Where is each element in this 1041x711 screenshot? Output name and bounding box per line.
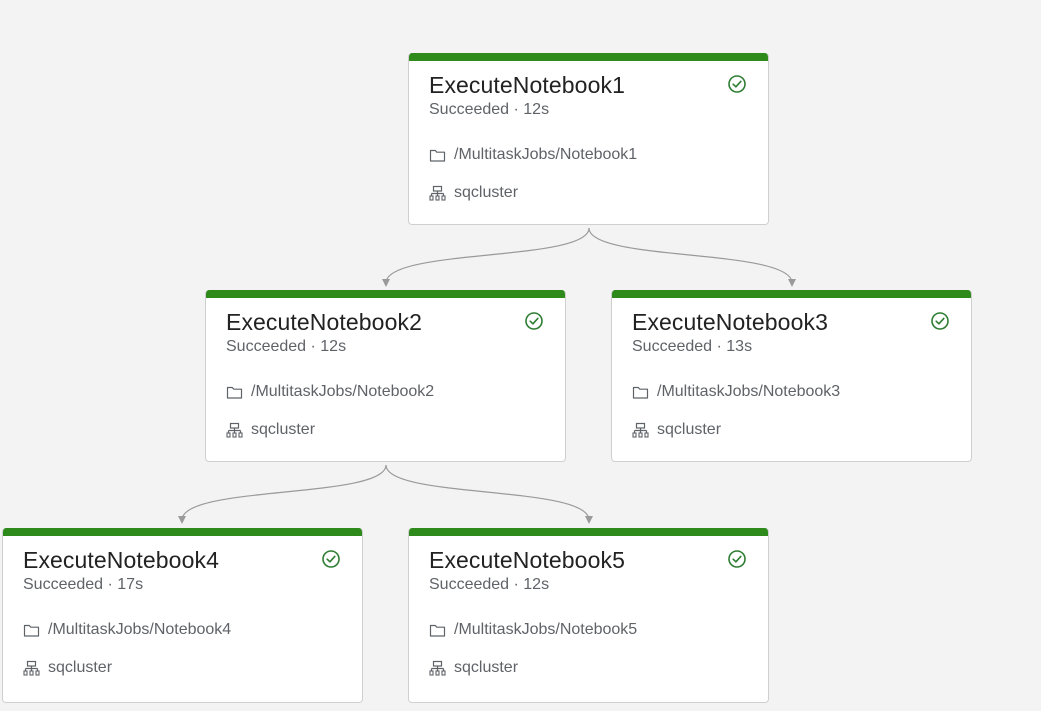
folder-icon	[429, 624, 446, 637]
cluster-info: sqcluster	[429, 659, 518, 677]
status-bar	[206, 290, 565, 298]
task-status: Succeeded · 12s	[429, 576, 550, 593]
cluster-name: sqcluster	[48, 659, 113, 676]
cluster-name: sqcluster	[657, 421, 722, 438]
cluster-icon	[632, 422, 649, 438]
cluster-icon	[226, 422, 243, 438]
task-card-executenotebook2[interactable]: ExecuteNotebook2 Succeeded · 12s /Multit…	[205, 290, 566, 462]
edge-notebook2-to-notebook4	[178, 464, 387, 524]
folder-icon	[226, 386, 243, 399]
folder-icon	[429, 149, 446, 162]
status-bar	[612, 290, 971, 298]
notebook-path: /MultitaskJobs/Notebook2	[226, 383, 434, 401]
task-status: Succeeded · 12s	[226, 338, 347, 355]
notebook-path: /MultitaskJobs/Notebook4	[23, 621, 231, 639]
check-circle-icon	[931, 312, 949, 330]
cluster-name: sqcluster	[251, 421, 316, 438]
notebook-path-text: /MultitaskJobs/Notebook2	[251, 383, 435, 400]
notebook-path: /MultitaskJobs/Notebook1	[429, 146, 637, 164]
check-circle-icon	[728, 550, 746, 568]
task-card-executenotebook4[interactable]: ExecuteNotebook4 Succeeded · 17s /Multit…	[2, 528, 363, 703]
notebook-path: /MultitaskJobs/Notebook3	[632, 383, 840, 401]
cluster-icon	[23, 660, 40, 676]
task-status: Succeeded · 12s	[429, 101, 550, 118]
cluster-icon	[429, 185, 446, 201]
notebook-path-text: /MultitaskJobs/Notebook4	[48, 621, 232, 638]
edge-notebook1-to-notebook3	[588, 227, 796, 287]
task-name: ExecuteNotebook4	[23, 547, 219, 573]
notebook-path-text: /MultitaskJobs/Notebook5	[454, 621, 638, 638]
edge-notebook2-to-notebook5	[385, 464, 593, 524]
cluster-name: sqcluster	[454, 184, 519, 201]
cluster-info: sqcluster	[23, 659, 112, 677]
status-bar	[3, 528, 362, 536]
task-card-executenotebook3[interactable]: ExecuteNotebook3 Succeeded · 13s /Multit…	[611, 290, 972, 462]
notebook-path-text: /MultitaskJobs/Notebook3	[657, 383, 841, 400]
cluster-icon	[429, 660, 446, 676]
cluster-name: sqcluster	[454, 659, 519, 676]
check-circle-icon	[525, 312, 543, 330]
notebook-path-text: /MultitaskJobs/Notebook1	[454, 146, 638, 163]
task-card-executenotebook1[interactable]: ExecuteNotebook1 Succeeded · 12s /Multit…	[408, 53, 769, 225]
status-bar	[409, 528, 768, 536]
cluster-info: sqcluster	[226, 421, 315, 439]
check-circle-icon	[322, 550, 340, 568]
folder-icon	[632, 386, 649, 399]
check-circle-icon	[728, 75, 746, 93]
cluster-info: sqcluster	[429, 184, 518, 202]
folder-icon	[23, 624, 40, 637]
task-name: ExecuteNotebook2	[226, 309, 422, 335]
cluster-info: sqcluster	[632, 421, 721, 439]
notebook-path: /MultitaskJobs/Notebook5	[429, 621, 637, 639]
task-name: ExecuteNotebook1	[429, 72, 625, 98]
task-status: Succeeded · 13s	[632, 338, 753, 355]
edge-notebook1-to-notebook2	[382, 227, 590, 287]
task-name: ExecuteNotebook5	[429, 547, 625, 573]
task-card-executenotebook5[interactable]: ExecuteNotebook5 Succeeded · 12s /Multit…	[408, 528, 769, 703]
task-status: Succeeded · 17s	[23, 576, 144, 593]
status-bar	[409, 53, 768, 61]
task-name: ExecuteNotebook3	[632, 309, 828, 335]
